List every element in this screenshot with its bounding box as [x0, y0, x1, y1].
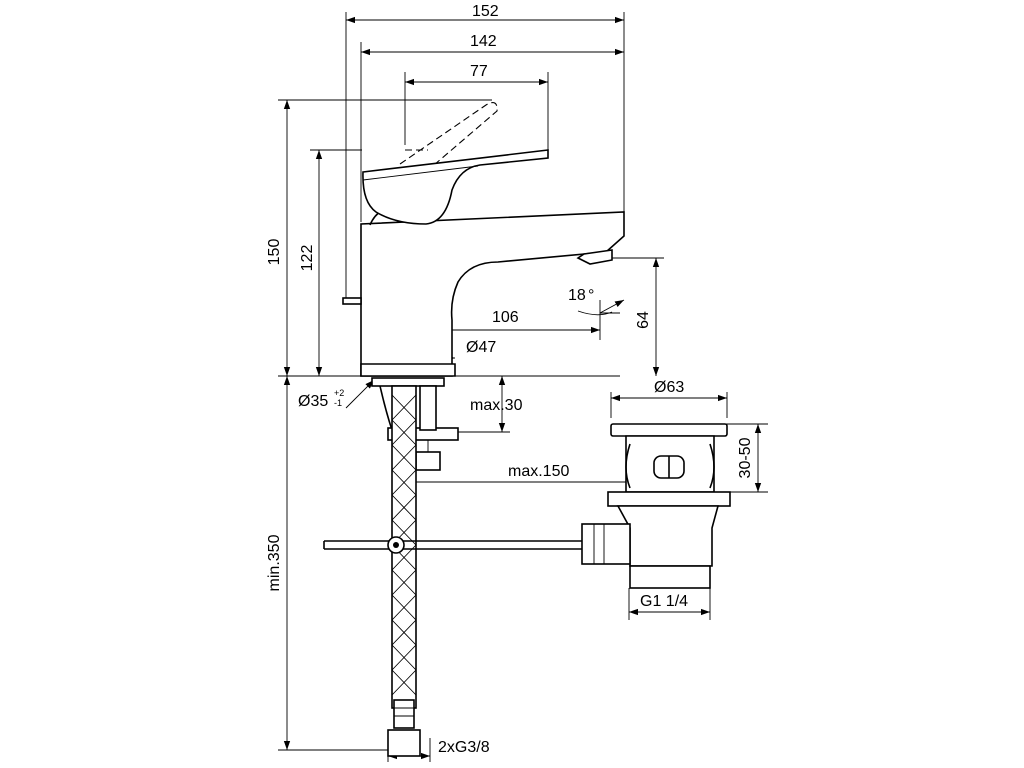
- label-body-height: 122: [299, 245, 316, 272]
- hose-nut: [387, 729, 421, 757]
- pop-up-linkage: [323, 536, 588, 554]
- waste-flange: [607, 491, 731, 507]
- label-overall-width: 152: [472, 3, 499, 20]
- dimension-labels: 152 142 77 150 122 106 18 ° 64 Ø47 Ø35 +…: [266, 3, 754, 756]
- mounting-hardware: [371, 377, 459, 471]
- label-spout-angle: 18: [568, 287, 586, 304]
- label-total-height: 150: [266, 239, 283, 266]
- waste-body: [616, 505, 720, 567]
- threaded-stud: [419, 385, 437, 431]
- extension-lines: [278, 12, 768, 762]
- label-max-deck-thickness: max.30: [470, 397, 523, 414]
- label-hole-tolerance-plus: +2: [334, 388, 344, 398]
- aerator: [576, 249, 613, 265]
- waste-side-connector: [581, 523, 631, 565]
- flexible-hose: [387, 385, 421, 757]
- label-waste-adjust: 30-50: [737, 437, 754, 478]
- label-waste-diameter: Ø63: [654, 379, 684, 396]
- label-hose-connections: 2xG3/8: [438, 739, 490, 756]
- clamp-nut: [415, 451, 441, 471]
- label-spout-height: 64: [635, 311, 652, 329]
- pop-up-waste: [581, 423, 731, 589]
- lever-handle: [362, 149, 549, 225]
- faucet-base-ring: [360, 363, 456, 377]
- hose-crimp: [393, 699, 415, 729]
- lever-open-position-outline: [399, 102, 498, 166]
- label-lever-reach: 77: [470, 63, 488, 80]
- mounting-washer: [371, 377, 445, 387]
- label-max-pop-up-distance: max.150: [508, 463, 569, 480]
- label-degree-symbol: °: [588, 287, 594, 304]
- faucet-body: [342, 207, 625, 377]
- waste-plug-head: [610, 423, 728, 437]
- pop-up-rod-knob: [342, 297, 362, 305]
- label-body-width: 142: [470, 33, 497, 50]
- waste-thread: [629, 565, 711, 589]
- label-hole-diameter: Ø35: [298, 393, 328, 410]
- label-base-diameter: Ø47: [466, 339, 496, 356]
- label-hole-tolerance-minus: -1: [334, 398, 342, 408]
- label-waste-thread: G1 1/4: [640, 593, 688, 610]
- label-min-hose-length: min.350: [266, 534, 283, 591]
- label-spout-reach: 106: [492, 309, 519, 326]
- dimension-lines: [283, 16, 762, 760]
